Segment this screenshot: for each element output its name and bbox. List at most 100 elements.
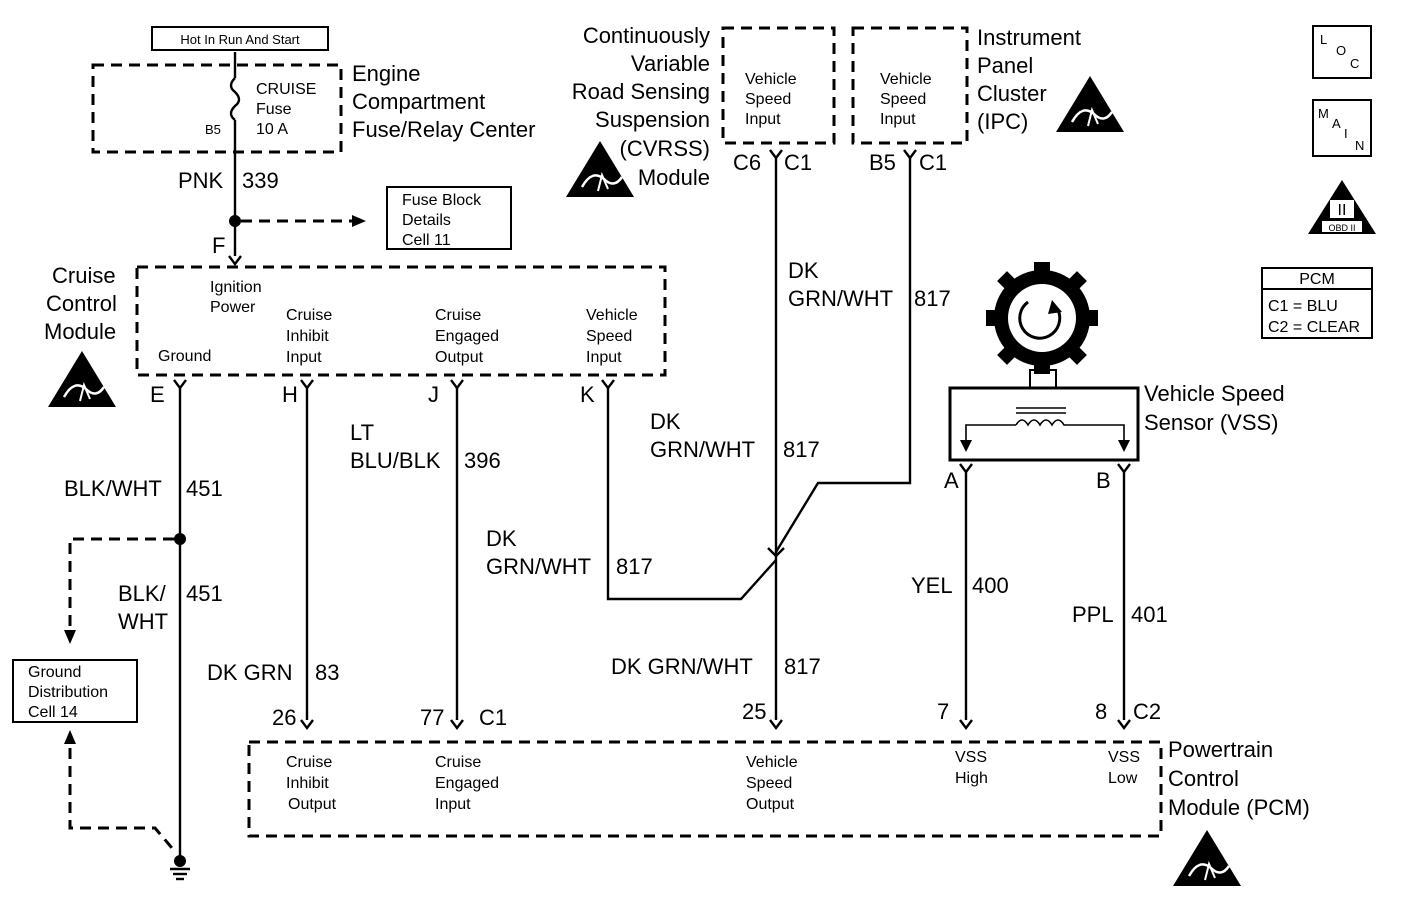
pcm-pin-26: 26 (272, 705, 296, 730)
vss-pin-a: A (944, 468, 959, 493)
svg-text:Instrument: Instrument (977, 25, 1081, 50)
ccm-pin-k: K (580, 382, 595, 407)
cvrss-conn: C1 (784, 150, 812, 175)
svg-text:DK: DK (650, 409, 681, 434)
svg-text:Output: Output (435, 349, 484, 366)
pcm-pin-7: 7 (937, 699, 949, 724)
wire-blkwht2-circuit: 451 (186, 581, 223, 606)
svg-text:Input: Input (586, 349, 622, 366)
svg-text:Speed: Speed (745, 91, 791, 108)
svg-text:Cruise: Cruise (286, 307, 332, 324)
pcm-conn-c1: C1 (479, 705, 507, 730)
fuse-pin: B5 (205, 122, 221, 137)
pcm-connector-legend: PCM C1 = BLU C2 = CLEAR (1261, 267, 1373, 339)
ccm-ground-label: Ground (158, 348, 211, 365)
pcm-conn-c2: C2 (1133, 699, 1161, 724)
svg-text:WHT: WHT (118, 609, 168, 634)
wire-ltblu-circuit: 396 (464, 448, 501, 473)
engine-center-title-2: Compartment (352, 89, 485, 114)
obd-ii-icon[interactable]: II OBD II (1308, 180, 1376, 234)
svg-text:Details: Details (402, 212, 451, 229)
wire-blkwht-circuit: 451 (186, 476, 223, 501)
wire-dkgrn-pcm-color: DK GRN/WHT (611, 654, 753, 679)
pcm-pin-77: 77 (420, 705, 444, 730)
splice-junction (767, 547, 785, 558)
svg-text:N: N (1355, 138, 1364, 153)
svg-text:Sensor (VSS): Sensor (VSS) (1144, 410, 1279, 435)
wire-dkgrn83-color: DK GRN (207, 660, 293, 685)
svg-text:BLU/BLK: BLU/BLK (350, 448, 441, 473)
svg-text:Module: Module (638, 165, 710, 190)
svg-text:C1 = BLU: C1 = BLU (1268, 298, 1338, 315)
fuse-block-ref[interactable]: Fuse Block Details Cell 11 (386, 186, 512, 250)
svg-text:Inhibit: Inhibit (286, 328, 329, 345)
ccm-pin-j: J (428, 382, 439, 407)
fuse-name: CRUISE (256, 81, 316, 98)
svg-text:Output: Output (288, 796, 337, 813)
svg-text:Control: Control (1168, 766, 1239, 791)
svg-text:Low: Low (1108, 770, 1138, 787)
ccm-title-2: Control (46, 291, 117, 316)
svg-text:Cruise: Cruise (435, 307, 481, 324)
ipc-pin: B5 (869, 150, 896, 175)
gear-icon (986, 262, 1098, 374)
svg-text:Road Sensing: Road Sensing (572, 79, 710, 104)
svg-text:A: A (1332, 116, 1341, 131)
svg-text:L: L (1320, 32, 1327, 47)
svg-text:GRN/WHT: GRN/WHT (788, 286, 893, 311)
ccm-pin-f: F (212, 233, 225, 258)
svg-text:High: High (955, 770, 988, 787)
esd-warning-icon (1171, 828, 1243, 888)
arrow-right-icon (352, 215, 366, 227)
svg-text:DK: DK (486, 526, 517, 551)
svg-text:GRN/WHT: GRN/WHT (650, 437, 755, 462)
svg-text:Panel: Panel (977, 53, 1033, 78)
svg-text:Cruise: Cruise (286, 754, 332, 771)
svg-text:Vehicle: Vehicle (745, 71, 797, 88)
svg-text:Input: Input (745, 111, 781, 128)
hot-in-run-label: Hot In Run And Start (180, 32, 300, 47)
svg-text:Vehicle Speed: Vehicle Speed (1144, 381, 1285, 406)
svg-text:Cluster: Cluster (977, 81, 1047, 106)
engine-fuse-center: CRUISE Fuse 10 A B5 Engine Compartment F… (91, 52, 535, 220)
svg-text:Inhibit: Inhibit (286, 775, 329, 792)
svg-text:BLK/: BLK/ (118, 581, 167, 606)
cvrss-module: Vehicle Speed Input Continuously Variabl… (564, 23, 836, 199)
location-icon[interactable]: L O C (1312, 25, 1372, 79)
svg-text:Power: Power (210, 299, 256, 316)
wire-dkgrn-cvrss-circuit: 817 (783, 437, 820, 462)
svg-text:Input: Input (435, 796, 471, 813)
pcm-pin-8: 8 (1095, 699, 1107, 724)
svg-text:Cruise: Cruise (435, 754, 481, 771)
ccm-pin-e: E (150, 382, 165, 407)
svg-text:I: I (1344, 126, 1348, 141)
svg-text:VSS: VSS (1108, 749, 1140, 766)
pcm-pin-25: 25 (742, 699, 766, 724)
ground-symbol-icon (170, 867, 190, 881)
svg-text:Suspension: Suspension (595, 107, 710, 132)
wire-ppl-color: PPL (1072, 602, 1114, 627)
engine-center-title-1: Engine (352, 61, 421, 86)
ccm-pin-h: H (282, 382, 298, 407)
svg-text:Engaged: Engaged (435, 328, 499, 345)
wire-pnk-circuit: 339 (242, 168, 279, 193)
vss-pin-b: B (1096, 468, 1111, 493)
cvrss-pin: C6 (733, 150, 761, 175)
svg-text:Ignition: Ignition (210, 279, 262, 296)
svg-text:Cell 11: Cell 11 (402, 232, 451, 249)
main-icon[interactable]: M A I N (1312, 99, 1372, 157)
ground-distribution-ref[interactable]: Ground Distribution Cell 14 (12, 659, 138, 723)
svg-text:Speed: Speed (746, 775, 792, 792)
fuse-rating: 10 A (256, 121, 288, 138)
wire-dkgrn-ipc-circuit: 817 (914, 286, 951, 311)
wire-blkwht-color: BLK/WHT (64, 476, 162, 501)
hot-in-run-label-box: Hot In Run And Start (151, 26, 329, 51)
svg-text:Cell 14: Cell 14 (28, 704, 78, 721)
svg-text:C2 = CLEAR: C2 = CLEAR (1268, 319, 1360, 336)
arrow-down-icon (64, 630, 76, 644)
svg-text:(IPC): (IPC) (977, 109, 1028, 134)
svg-text:II: II (1338, 202, 1347, 219)
ccm-title-3: Module (44, 319, 116, 344)
svg-text:Input: Input (286, 349, 322, 366)
